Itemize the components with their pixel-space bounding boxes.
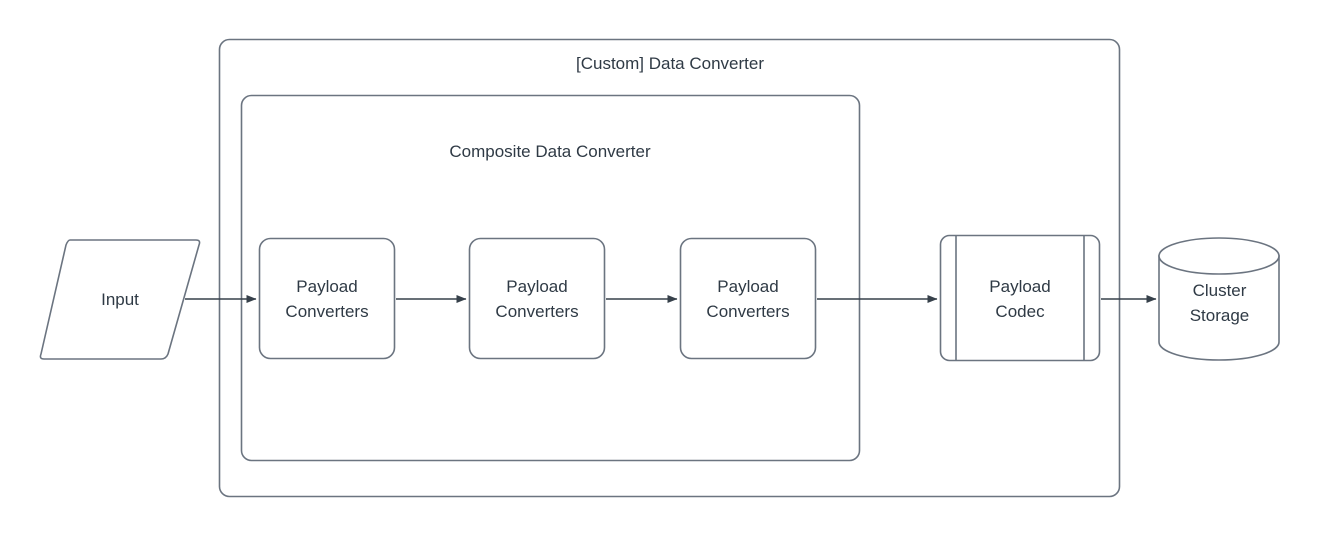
node-payload-codec-shape[interactable] <box>939 234 1101 362</box>
node-cluster-storage-shape[interactable] <box>1158 237 1280 361</box>
node-payload-converters-1-shape[interactable] <box>258 237 396 360</box>
node-input-shape[interactable] <box>39 239 201 360</box>
node-payload-converters-2-shape[interactable] <box>468 237 606 360</box>
node-payload-converters-3-shape[interactable] <box>679 237 817 360</box>
